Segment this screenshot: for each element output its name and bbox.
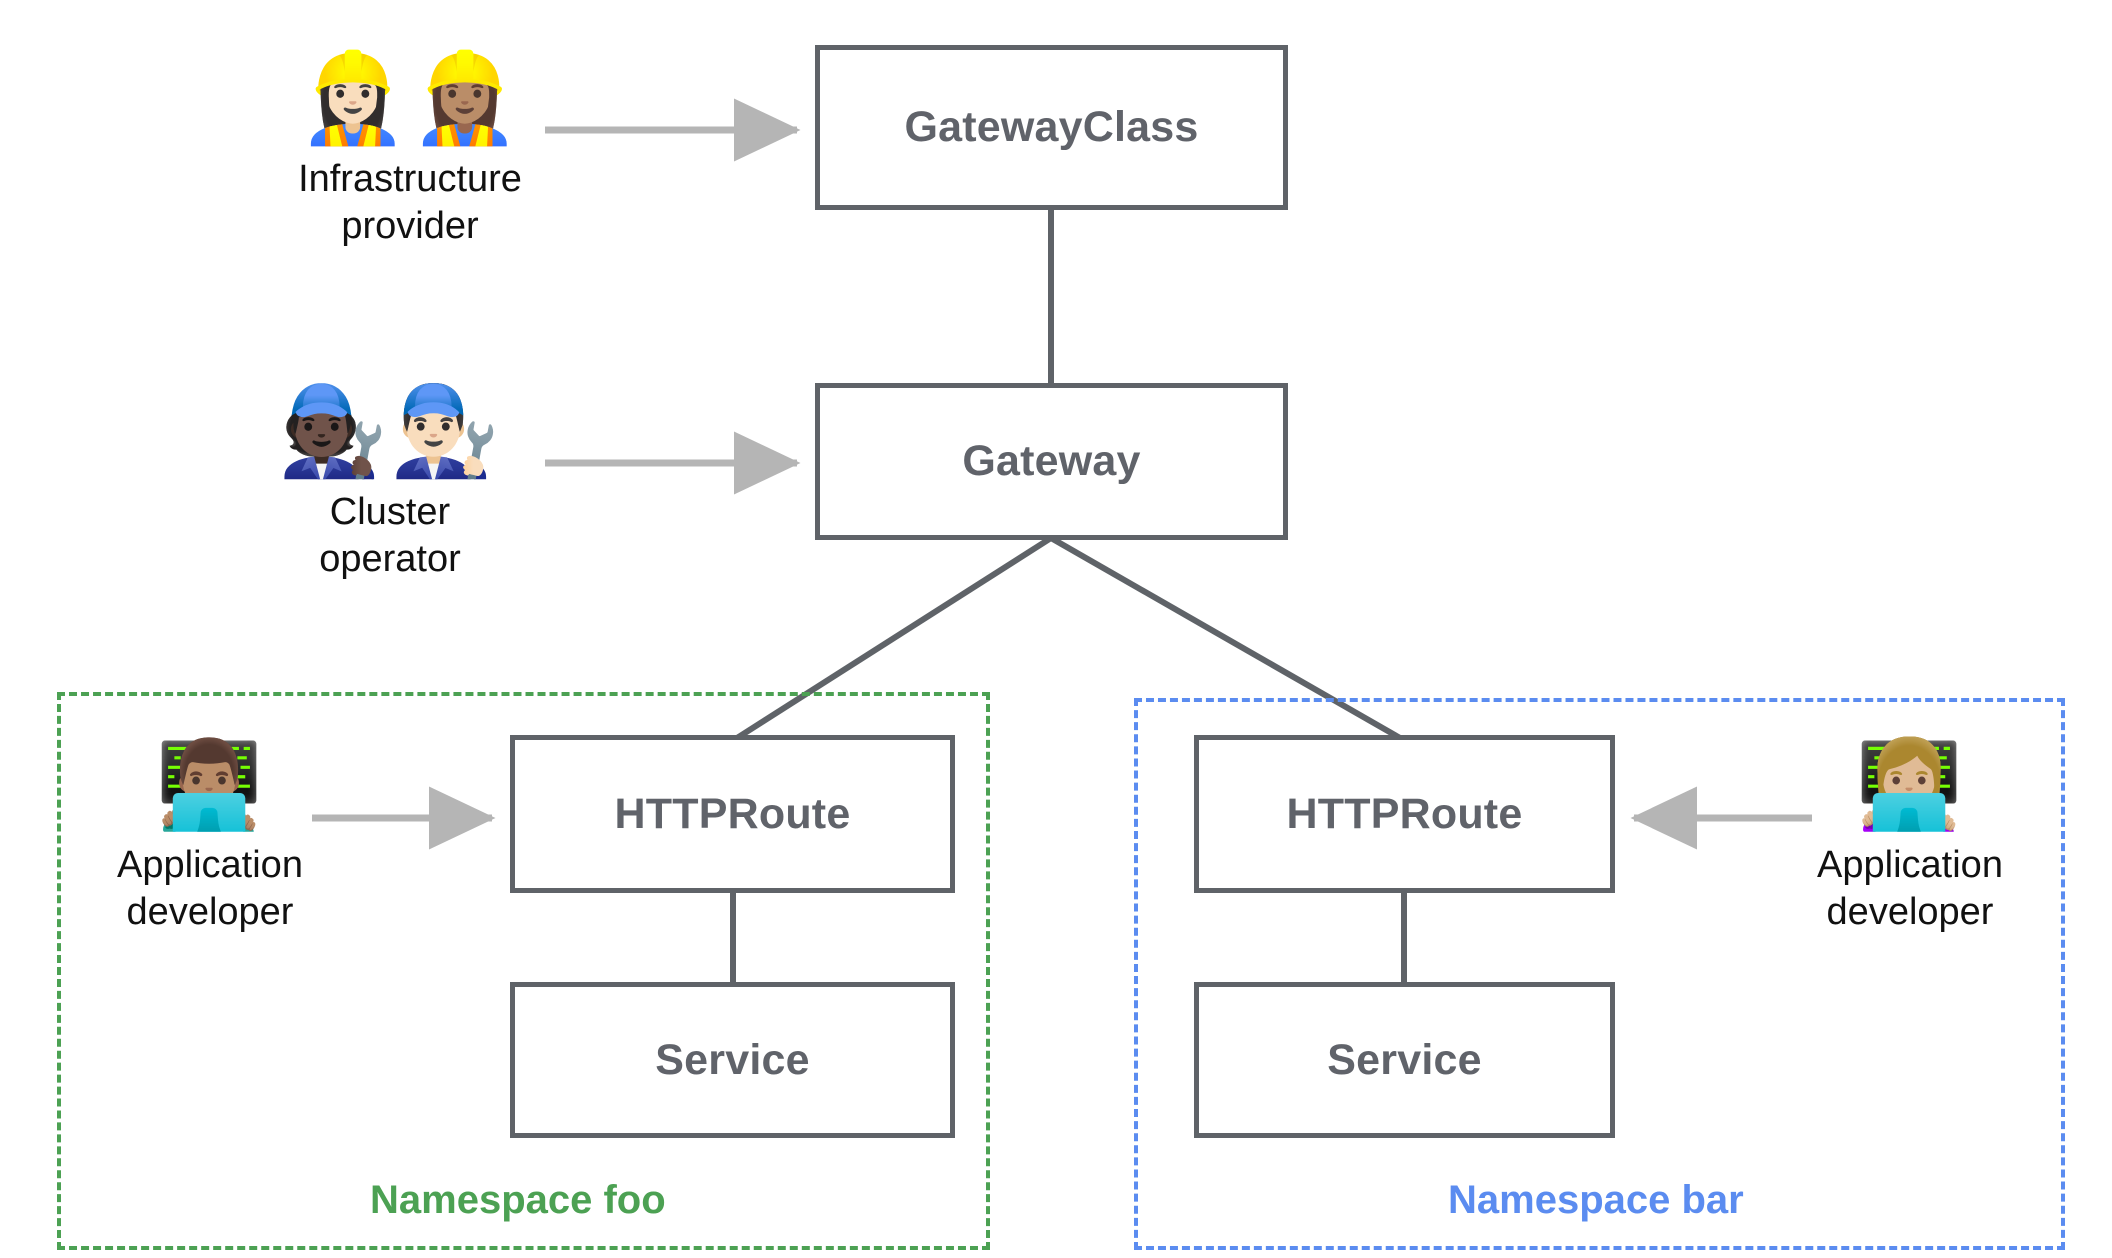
node-gateway[interactable]: Gateway xyxy=(815,383,1288,540)
node-gateway-label: Gateway xyxy=(962,437,1141,485)
node-httproute-foo-label: HTTPRoute xyxy=(614,789,851,838)
node-service-foo-label: Service xyxy=(655,1035,810,1084)
namespace-label-bar: Namespace bar xyxy=(1448,1178,1744,1222)
node-httproute-bar[interactable]: HTTPRoute xyxy=(1194,735,1615,893)
persona-application-developer-foo-label: Application developer xyxy=(117,844,303,933)
persona-application-developer-bar: 👩🏼‍💻 Application developer xyxy=(1790,740,2030,935)
woman-technologist-icon: 👩🏼‍💻 xyxy=(1855,735,1965,835)
node-service-bar[interactable]: Service xyxy=(1194,982,1615,1138)
namespace-group-bar xyxy=(1134,698,2065,1250)
persona-application-developer-bar-label: Application developer xyxy=(1817,844,2003,933)
man-technologist-icon: 👨🏽‍💻 xyxy=(155,735,265,835)
persona-infrastructure-provider: 👷🏻‍♀️👷🏽‍♀️ Infrastructure provider xyxy=(270,46,550,249)
node-httproute-foo[interactable]: HTTPRoute xyxy=(510,735,955,893)
namespace-group-foo xyxy=(57,692,990,1250)
node-httproute-bar-label: HTTPRoute xyxy=(1286,789,1523,838)
persona-application-developer-foo: 👨🏽‍💻 Application developer xyxy=(90,740,330,935)
persona-infrastructure-provider-label: Infrastructure provider xyxy=(298,158,522,247)
namespace-label-foo: Namespace foo xyxy=(370,1178,666,1222)
node-gatewayclass-label: GatewayClass xyxy=(904,103,1199,151)
construction-worker-icon: 👷🏻‍♀️👷🏽‍♀️ xyxy=(298,46,522,149)
mechanic-icon: 🧑🏿‍🔧👨🏻‍🔧 xyxy=(278,379,502,482)
node-gatewayclass[interactable]: GatewayClass xyxy=(815,45,1288,210)
node-service-bar-label: Service xyxy=(1327,1035,1482,1084)
node-service-foo[interactable]: Service xyxy=(510,982,955,1138)
persona-cluster-operator: 🧑🏿‍🔧👨🏻‍🔧 Cluster operator xyxy=(250,379,530,582)
persona-cluster-operator-label: Cluster operator xyxy=(319,491,461,580)
